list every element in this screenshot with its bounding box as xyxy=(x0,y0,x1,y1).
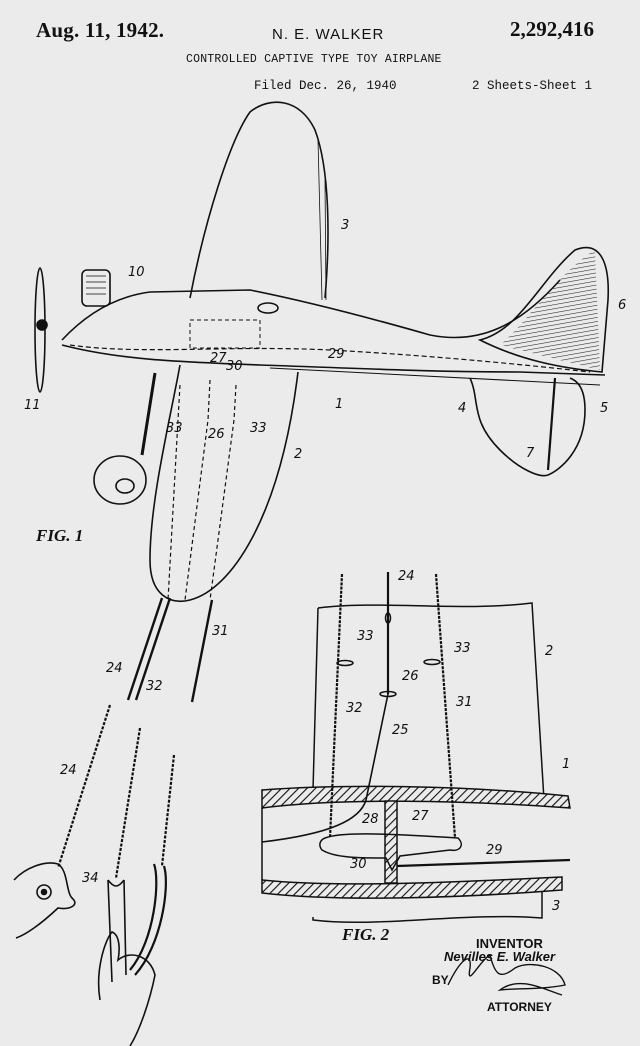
ref-24a: 24 xyxy=(106,661,123,676)
ref-26b: 26 xyxy=(402,669,419,684)
ref-27: 27 xyxy=(210,351,227,366)
bellcrank xyxy=(319,833,462,872)
ref-30: 30 xyxy=(226,359,243,374)
wheel xyxy=(93,455,147,505)
ref-2b: 2 xyxy=(545,644,553,659)
ref-29: 29 xyxy=(328,347,345,362)
lower-skin xyxy=(261,876,563,899)
ref-33c: 33 xyxy=(357,629,374,644)
tail-fin xyxy=(477,246,610,373)
ref-34: 34 xyxy=(82,871,99,886)
ref-31b: 31 xyxy=(456,695,473,710)
ref-10: 10 xyxy=(128,265,145,280)
inventor-heading: INVENTOR xyxy=(476,936,543,951)
ref-31a: 31 xyxy=(212,624,229,639)
ref-29b: 29 xyxy=(486,843,503,858)
right-hand xyxy=(97,931,156,1046)
lower-wing xyxy=(149,364,299,602)
fig2-section xyxy=(261,572,571,924)
patent-number: 2,292,416 xyxy=(510,17,594,41)
ref-24b: 24 xyxy=(60,763,77,778)
inventor-short-name: N. E. WALKER xyxy=(272,26,385,43)
filed-date: Filed Dec. 26, 1940 xyxy=(254,79,397,93)
ref-7: 7 xyxy=(526,446,535,461)
ref-1: 1 xyxy=(335,397,343,412)
ref-30b: 30 xyxy=(350,857,367,872)
ref-2a: 2 xyxy=(294,447,302,462)
ref-26a: 26 xyxy=(208,427,225,442)
ref-3b: 3 xyxy=(552,899,560,914)
ref-4: 4 xyxy=(458,401,466,416)
fuselage xyxy=(61,279,561,341)
engine xyxy=(81,269,111,307)
ref-33d: 33 xyxy=(454,641,471,656)
upper-skin xyxy=(261,785,571,809)
ref-25: 25 xyxy=(392,723,409,738)
ref-24c: 24 xyxy=(398,569,415,584)
ref-32b: 32 xyxy=(346,701,363,716)
fig1-label: FIG. 1 xyxy=(36,526,84,545)
ref-6: 6 xyxy=(618,298,626,313)
ref-5: 5 xyxy=(600,401,608,416)
ref-27b: 27 xyxy=(412,809,429,824)
propeller xyxy=(34,267,46,393)
patent-date: Aug. 11, 1942. xyxy=(36,18,165,42)
patent-title: CONTROLLED CAPTIVE TYPE TOY AIRPLANE xyxy=(186,53,442,66)
attorney-signature xyxy=(447,953,566,996)
upper-wing xyxy=(189,101,329,299)
fig2-reference-numerals: 24 33 33 2 26 32 31 25 1 28 27 29 30 3 xyxy=(346,569,570,914)
ref-1b: 1 xyxy=(562,757,570,772)
ref-33b: 33 xyxy=(250,421,267,436)
stabilizer xyxy=(469,377,586,477)
ref-11: 11 xyxy=(24,398,41,413)
ref-3: 3 xyxy=(341,218,349,233)
handle-34 xyxy=(107,879,127,983)
reel xyxy=(129,863,167,976)
spar xyxy=(384,800,398,884)
fig1-reference-numerals: 3 10 11 27 30 29 1 33 26 33 2 6 4 5 7 31… xyxy=(24,218,626,886)
wing-outline xyxy=(317,602,545,801)
inventor-name: Nevilles E. Walker xyxy=(444,949,556,964)
ref-32a: 32 xyxy=(146,679,163,694)
attorney-label: ATTORNEY xyxy=(487,1000,552,1014)
ref-33a: 33 xyxy=(166,421,183,436)
fig1-airplane xyxy=(13,101,610,1046)
by-label: BY xyxy=(432,973,449,987)
left-hand xyxy=(13,862,76,939)
sheet-count: 2 Sheets-Sheet 1 xyxy=(472,79,593,93)
fig2-label: FIG. 2 xyxy=(342,925,390,944)
ref-28: 28 xyxy=(362,812,379,827)
